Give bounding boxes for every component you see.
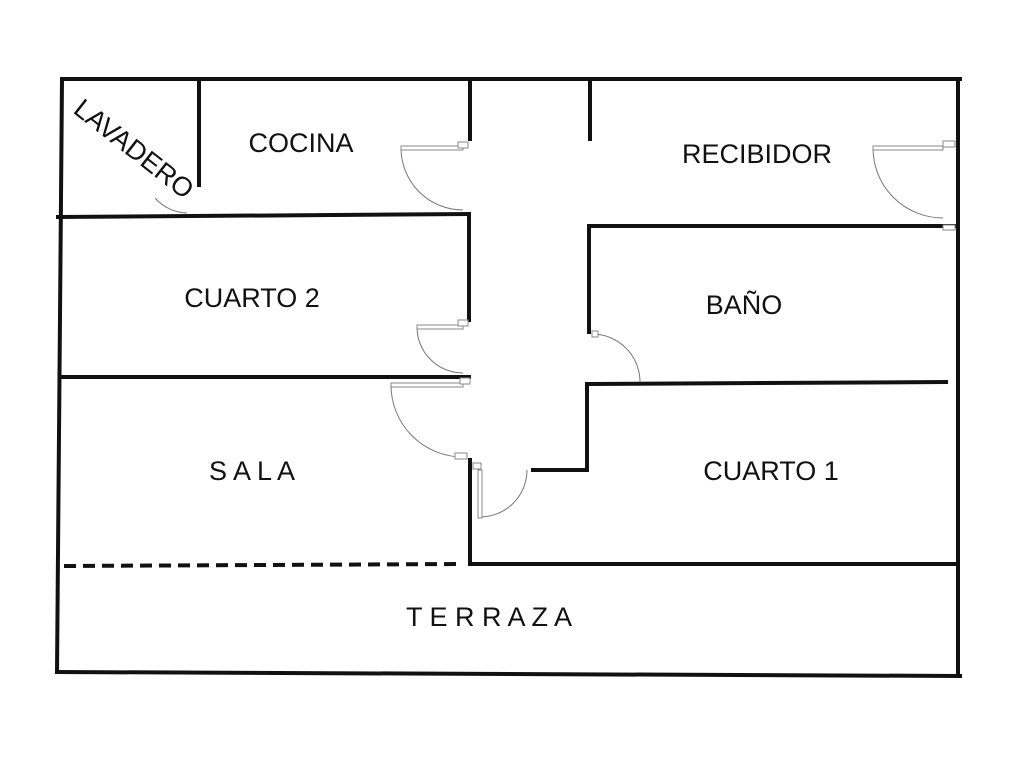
door-sala bbox=[390, 377, 471, 460]
room-label-terraza: T E R R A Z A bbox=[406, 602, 572, 632]
room-label-cocina: COCINA bbox=[248, 128, 353, 158]
door-cocina bbox=[400, 141, 469, 211]
door-cuarto2 bbox=[416, 319, 469, 374]
wall-bottom bbox=[54, 669, 963, 679]
room-label-cuarto1: CUARTO 1 bbox=[703, 456, 839, 486]
room-label-sala: S A L A bbox=[209, 456, 295, 486]
room-label-cuarto2: CUARTO 2 bbox=[184, 283, 320, 313]
doors bbox=[154, 140, 956, 519]
room-label-lavadero: LAVADERO bbox=[68, 93, 199, 205]
room-label-recibidor: RECIBIDOR bbox=[682, 139, 832, 169]
wall-bano-cuarto1 bbox=[586, 379, 949, 387]
room-label-bano: BAÑO bbox=[706, 289, 783, 320]
wall-left bbox=[54, 76, 65, 675]
door-recibidor bbox=[872, 140, 956, 231]
door-bano bbox=[591, 330, 641, 383]
interior-walls bbox=[55, 81, 960, 568]
door-lavadero bbox=[154, 197, 188, 214]
wall-sala-terraza-dashed bbox=[63, 562, 463, 568]
door-cuarto1 bbox=[472, 462, 528, 519]
outer-walls bbox=[54, 76, 963, 679]
room-labels: LAVADERO COCINA RECIBIDOR CUARTO 2 BAÑO … bbox=[68, 93, 838, 632]
wall-cocina-cuarto2 bbox=[55, 211, 472, 220]
